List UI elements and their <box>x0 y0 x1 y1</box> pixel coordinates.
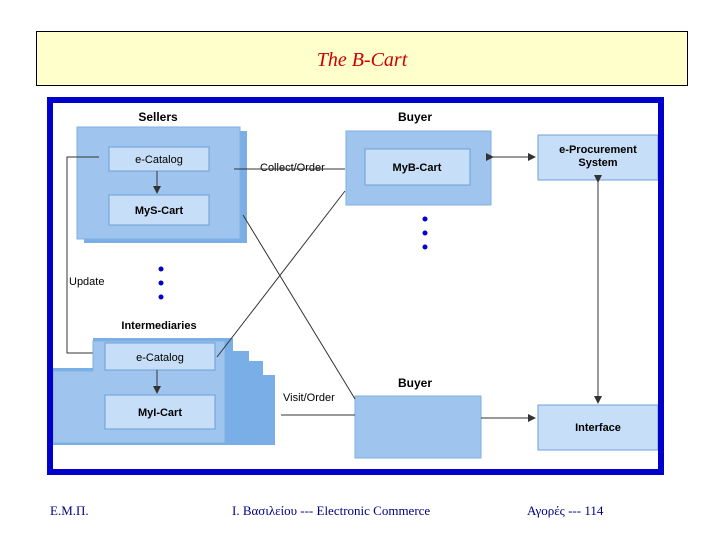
buyer-cart-label: MyB-Cart <box>393 162 442 174</box>
dot <box>422 230 428 236</box>
buyer-bottom-label: Buyer <box>398 376 432 390</box>
intermediary-to-buyer-line <box>216 190 346 358</box>
title-box: The B-Cart <box>36 31 688 86</box>
interface-box <box>537 404 658 451</box>
buyer-bottom-panel <box>354 395 482 459</box>
dot <box>158 280 164 286</box>
buyer-top-label: Buyer <box>398 110 432 124</box>
update-label: Update <box>69 276 104 288</box>
bcart-diagram: Sellers e-Catalog MyS-Cart Buyer MyB-Car… <box>53 110 658 459</box>
intermediary-catalog-label: e-Catalog <box>136 352 184 364</box>
dot <box>158 266 164 272</box>
buyer-cart-box <box>364 148 471 186</box>
seller-cart-box <box>108 194 210 226</box>
intermediary-cart-label: MyI-Cart <box>138 407 182 419</box>
slide-title: The B-Cart <box>316 49 408 71</box>
interface-label: Interface <box>575 422 621 434</box>
footer-right: Αγορές --- 114 <box>527 503 604 518</box>
procurement-box <box>537 134 658 181</box>
collect-order-label: Collect/Order <box>260 162 325 174</box>
diagram-canvas: Sellers e-Catalog MyS-Cart Buyer MyB-Car… <box>53 103 658 469</box>
procurement-label-line1: e-Procurement <box>559 144 637 156</box>
dot <box>158 294 164 300</box>
footer-center: Ι. Βασιλείου --- Electronic Commerce <box>232 503 431 518</box>
seller-to-buyer-line <box>242 214 356 400</box>
footer-left: Ε.Μ.Π. <box>50 503 89 518</box>
dot <box>422 216 428 222</box>
dot <box>422 244 428 250</box>
procurement-label-line2: System <box>578 157 617 169</box>
intermediaries-label: Intermediaries <box>121 320 196 332</box>
seller-cart-label: MyS-Cart <box>135 205 184 217</box>
update-arrow <box>66 156 106 357</box>
seller-catalog-label: e-Catalog <box>135 154 183 166</box>
intermediary-cart-box <box>104 394 216 430</box>
sellers-label: Sellers <box>138 110 178 124</box>
diagram-frame: Sellers e-Catalog MyS-Cart Buyer MyB-Car… <box>47 97 664 475</box>
seller-catalog-box <box>108 146 210 172</box>
visit-order-label: Visit/Order <box>283 392 335 404</box>
intermediary-catalog-box <box>104 342 216 371</box>
